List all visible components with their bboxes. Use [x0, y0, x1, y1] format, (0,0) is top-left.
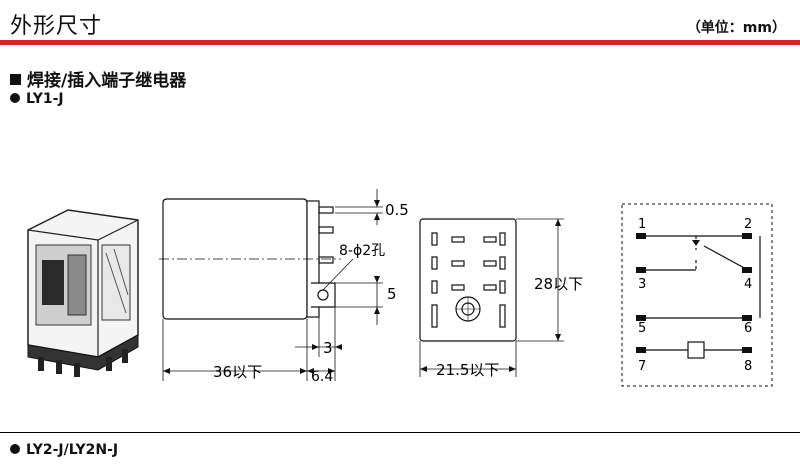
terminal-3: 3 — [638, 277, 646, 292]
dim-6-4: 6.4 — [311, 369, 333, 385]
model-heading-ly1j-text: LY1-J — [26, 91, 64, 107]
section-heading-text: 焊接/插入端子继电器 — [27, 71, 187, 91]
dim-28: 28以下 — [534, 275, 583, 293]
square-bullet-icon — [10, 74, 21, 85]
model-heading-ly2j: LY2-J/LY2N-J — [10, 442, 118, 458]
model-heading-ly1j: LY1-J — [10, 91, 64, 107]
unit-note: （单位：mm） — [686, 20, 786, 36]
side-view-drawing: 0.5 8-ϕ2孔 5 3 36以下 6.4 — [159, 189, 409, 385]
dim-36: 36以下 — [213, 363, 262, 381]
title-rule — [0, 40, 800, 45]
page-title: 外形尺寸 — [10, 14, 103, 39]
dim-5: 5 — [387, 285, 397, 303]
dot-bullet-icon — [10, 444, 20, 454]
terminal-6: 6 — [744, 321, 752, 336]
terminal-4: 4 — [744, 277, 752, 292]
terminal-1: 1 — [638, 217, 646, 232]
dim-3: 3 — [323, 339, 333, 357]
section-divider — [0, 432, 800, 433]
dim-0-5: 0.5 — [385, 201, 409, 219]
section-heading: 焊接/插入端子继电器 — [10, 66, 186, 91]
relay-illustration — [27, 209, 139, 377]
terminal-7: 7 — [638, 359, 646, 374]
dim-21-5: 21.5以下 — [436, 361, 499, 379]
dim-hole-label: 8-ϕ2孔 — [339, 243, 385, 259]
terminal-2: 2 — [744, 217, 752, 232]
terminal-8: 8 — [744, 359, 752, 374]
dot-bullet-icon — [10, 93, 20, 103]
circuit-schematic: 1 2 3 4 5 6 7 8 — [621, 203, 773, 387]
model-heading-ly2j-text: LY2-J/LY2N-J — [26, 442, 119, 458]
terminal-5: 5 — [638, 321, 646, 336]
front-view-drawing: 28以下 21.5以下 — [419, 218, 583, 379]
